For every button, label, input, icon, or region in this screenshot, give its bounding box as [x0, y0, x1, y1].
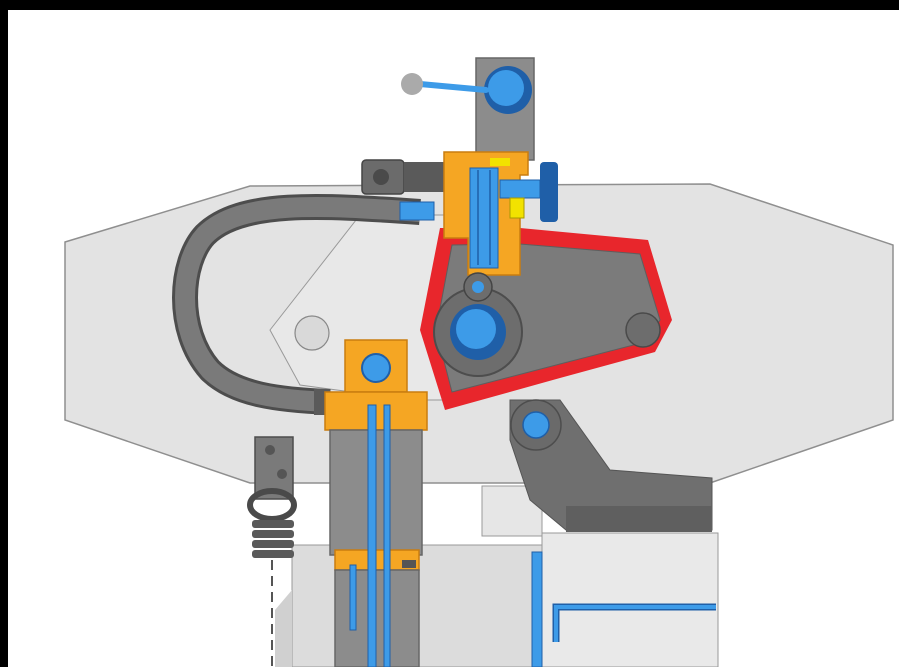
valve-cap	[373, 169, 389, 185]
hose-fitting-upper	[399, 201, 435, 221]
spring-coil-1	[252, 520, 294, 528]
spindle-eye-pin	[472, 281, 484, 293]
lower-bracket-top	[344, 339, 408, 393]
spring-loop	[247, 488, 297, 522]
push-rod-1	[367, 404, 377, 667]
yellow-nut	[509, 197, 525, 219]
lower-arm-base	[566, 506, 712, 532]
vertical-blue-bar	[531, 551, 543, 667]
lower-pivot-pin	[522, 411, 550, 439]
adjuster-screw	[499, 179, 541, 199]
top-post-shaft-inner	[488, 70, 524, 106]
push-rod-3	[349, 564, 357, 631]
piston-lower	[334, 569, 420, 667]
spring-mount-hole-1	[265, 445, 275, 455]
adjuster-knob	[540, 162, 558, 222]
upper-spindle	[469, 167, 499, 269]
hose	[175, 196, 421, 412]
spring-coil-2	[252, 530, 294, 538]
base-block-left	[291, 544, 549, 667]
spring-mount-hole-2	[277, 469, 287, 479]
bottom-block	[541, 532, 719, 667]
spring-coil-4	[252, 550, 294, 558]
pivot-hub-inner	[456, 309, 496, 349]
lever-knob	[401, 73, 423, 95]
cylinder-nipple	[402, 560, 416, 568]
push-rod-2	[383, 404, 391, 667]
lever-handle	[417, 81, 489, 93]
base-edge	[275, 590, 292, 667]
valve-body	[404, 162, 444, 192]
cam-hole-right	[625, 312, 661, 348]
lower-bracket-pin	[361, 353, 391, 383]
spring-coil-3	[252, 540, 294, 548]
l-rod	[554, 605, 716, 642]
inner-hole-left	[294, 315, 330, 351]
yellow-tab	[490, 158, 510, 166]
